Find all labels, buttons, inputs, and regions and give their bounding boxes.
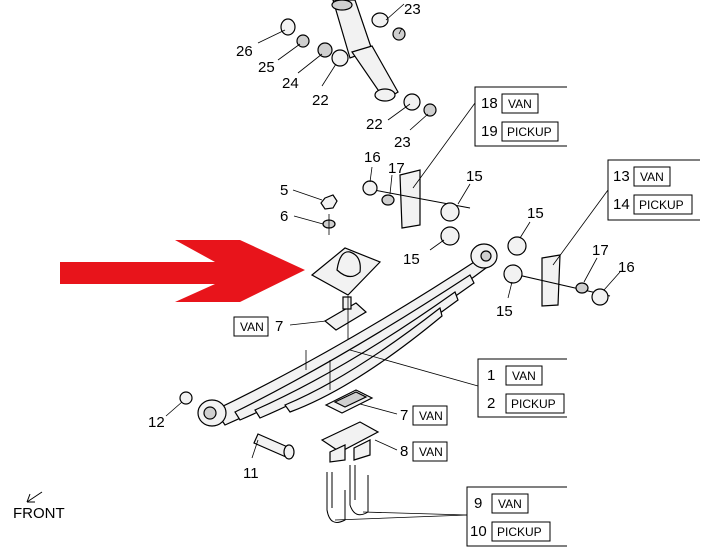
front-indicator: FRONT <box>13 491 65 522</box>
van-tag-7-right: VAN <box>412 405 448 426</box>
van-tag-8: VAN <box>412 441 448 462</box>
callout-7: 7 <box>275 318 283 335</box>
callout-16: 16 <box>618 259 635 276</box>
callout-22: 22 <box>366 116 383 133</box>
group-9-10: 9 VAN 10 PICKUP <box>466 486 567 547</box>
group-13-14: 13 VAN 14 PICKUP <box>607 159 700 221</box>
callout-24: 24 <box>282 75 299 92</box>
callout-7: 7 <box>400 407 408 424</box>
van-tag-7-left: VAN <box>233 316 269 337</box>
leaf-spring <box>197 243 498 427</box>
callout-5: 5 <box>280 182 288 199</box>
group-row-num: 10 <box>470 523 487 540</box>
group-row-label: PICKUP <box>497 525 542 539</box>
red-arrow <box>60 240 305 302</box>
callout-numbers: 23 26 25 24 22 22 23 16 17 15 15 15 15 5… <box>148 1 635 482</box>
callout-15: 15 <box>466 168 483 185</box>
group-row-label: VAN <box>640 170 664 184</box>
group-row-label: VAN <box>498 497 522 511</box>
callout-17: 17 <box>592 242 609 259</box>
spring-plate-8 <box>320 421 380 463</box>
group-row-num: 9 <box>474 495 482 512</box>
callout-23: 23 <box>404 1 421 18</box>
van-tag-label: VAN <box>240 320 264 334</box>
callout-12: 12 <box>148 414 165 431</box>
group-row-num: 2 <box>487 395 495 412</box>
group-row-label: VAN <box>512 369 536 383</box>
callout-8: 8 <box>400 443 408 460</box>
bump-stop-7 <box>324 389 374 414</box>
u-bolts <box>326 465 369 523</box>
group-row-num: 13 <box>613 168 630 185</box>
callout-22: 22 <box>312 92 329 109</box>
group-row-label: PICKUP <box>507 125 552 139</box>
group-row-label: PICKUP <box>639 198 684 212</box>
van-tag-label: VAN <box>419 445 443 459</box>
callout-6: 6 <box>280 208 288 225</box>
callout-11: 11 <box>243 465 259 482</box>
group-row-num: 14 <box>613 196 630 213</box>
callout-15: 15 <box>403 251 420 268</box>
leader-lines <box>165 3 621 521</box>
group-row-num: 1 <box>487 367 495 384</box>
group-18-19: 18 VAN 19 PICKUP <box>474 86 567 147</box>
callout-15: 15 <box>527 205 544 222</box>
shackle-front <box>362 169 471 246</box>
van-tag-label: VAN <box>419 409 443 423</box>
callout-25: 25 <box>258 59 275 76</box>
callout-23: 23 <box>394 134 411 151</box>
group-row-num: 19 <box>481 123 498 140</box>
group-1-2: 1 VAN 2 PICKUP <box>477 358 567 418</box>
shackle-rear <box>503 236 611 307</box>
front-label: FRONT <box>13 505 65 522</box>
callout-26: 26 <box>236 43 253 60</box>
bolt-11 <box>179 391 295 460</box>
callout-15: 15 <box>496 303 513 320</box>
group-row-label: PICKUP <box>511 397 556 411</box>
shock-absorber <box>331 0 399 102</box>
callout-16: 16 <box>364 149 381 166</box>
group-row-num: 18 <box>481 95 498 112</box>
group-row-label: VAN <box>508 97 532 111</box>
callout-17: 17 <box>388 160 405 177</box>
